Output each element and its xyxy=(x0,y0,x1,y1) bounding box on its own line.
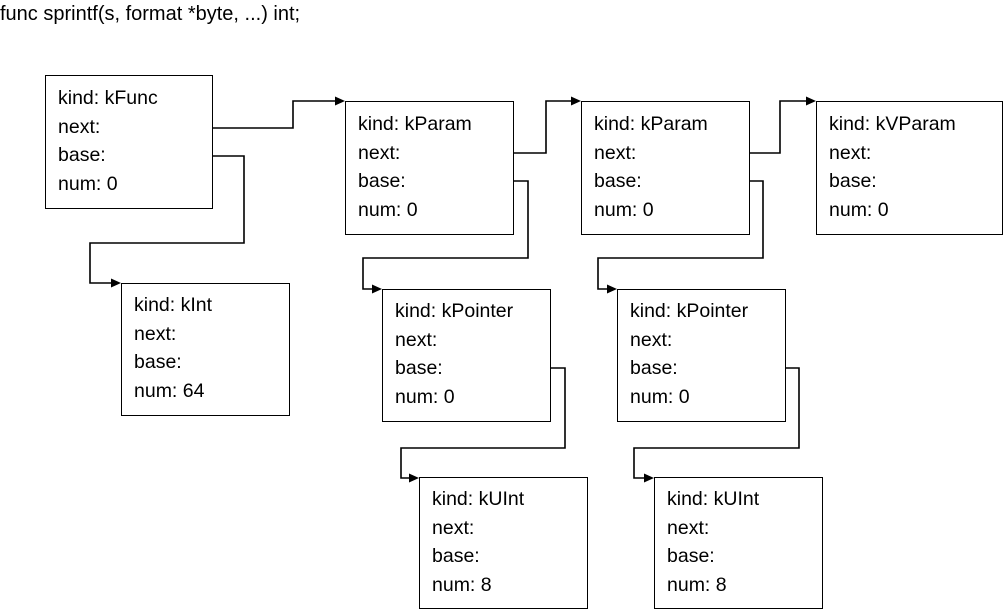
field-kind: kind: kPointer xyxy=(630,300,749,322)
field-base: base: xyxy=(358,170,406,192)
field-kind: kind: kParam xyxy=(358,113,472,135)
arrowhead xyxy=(335,96,345,106)
field-kind: kind: kParam xyxy=(594,113,708,135)
field-base: base: xyxy=(134,351,182,373)
field-num: num: 8 xyxy=(432,574,492,596)
node-pointer-1: kind: kPointer next: base: num: 0 xyxy=(382,289,551,422)
field-kind: kind: kUInt xyxy=(432,488,525,510)
arrowhead xyxy=(372,284,382,294)
field-num: num: 0 xyxy=(829,199,889,221)
node-uint-2: kind: kUInt next: base: num: 8 xyxy=(654,477,823,609)
field-base: base: xyxy=(829,170,877,192)
function-signature: func sprintf(s, format *byte, ...) int; xyxy=(0,3,301,25)
field-next: next: xyxy=(630,329,673,351)
field-base: base: xyxy=(395,357,443,379)
arrowhead xyxy=(806,96,816,106)
field-num: num: 0 xyxy=(630,386,690,408)
field-next: next: xyxy=(358,142,401,164)
field-num: num: 8 xyxy=(667,574,727,596)
arrowhead xyxy=(409,473,419,483)
field-next: next: xyxy=(829,142,872,164)
field-base: base: xyxy=(432,545,480,567)
field-next: next: xyxy=(395,329,438,351)
field-base: base: xyxy=(630,357,678,379)
node-vparam: kind: kVParam next: base: num: 0 xyxy=(816,101,1003,235)
arrowhead xyxy=(607,284,617,294)
field-base: base: xyxy=(594,170,642,192)
node-int: kind: kInt next: base: num: 64 xyxy=(121,283,290,416)
arrowhead xyxy=(644,473,654,483)
field-next: next: xyxy=(594,142,637,164)
field-next: next: xyxy=(58,116,101,138)
field-num: num: 0 xyxy=(594,199,654,221)
field-kind: kind: kVParam xyxy=(829,113,956,135)
field-base: base: xyxy=(667,545,715,567)
field-kind: kind: kInt xyxy=(134,294,213,316)
arrow-func-base-to-int xyxy=(89,155,245,284)
field-base: base: xyxy=(58,144,106,166)
node-param-1: kind: kParam next: base: num: 0 xyxy=(345,101,514,235)
node-func: kind: kFunc next: base: num: 0 xyxy=(45,75,213,209)
field-num: num: 0 xyxy=(358,199,418,221)
field-num: num: 64 xyxy=(134,380,205,402)
field-kind: kind: kUInt xyxy=(667,488,760,510)
field-kind: kind: kPointer xyxy=(395,300,514,322)
arrowhead xyxy=(111,278,121,288)
field-num: num: 0 xyxy=(395,386,455,408)
field-kind: kind: kFunc xyxy=(58,87,158,109)
field-next: next: xyxy=(432,517,475,539)
node-param-2: kind: kParam next: base: num: 0 xyxy=(581,101,750,235)
field-next: next: xyxy=(667,517,710,539)
arrowhead xyxy=(571,96,581,106)
node-pointer-2: kind: kPointer next: base: num: 0 xyxy=(617,289,786,422)
node-uint-1: kind: kUInt next: base: num: 8 xyxy=(419,477,588,609)
field-next: next: xyxy=(134,323,177,345)
field-num: num: 0 xyxy=(58,173,118,195)
